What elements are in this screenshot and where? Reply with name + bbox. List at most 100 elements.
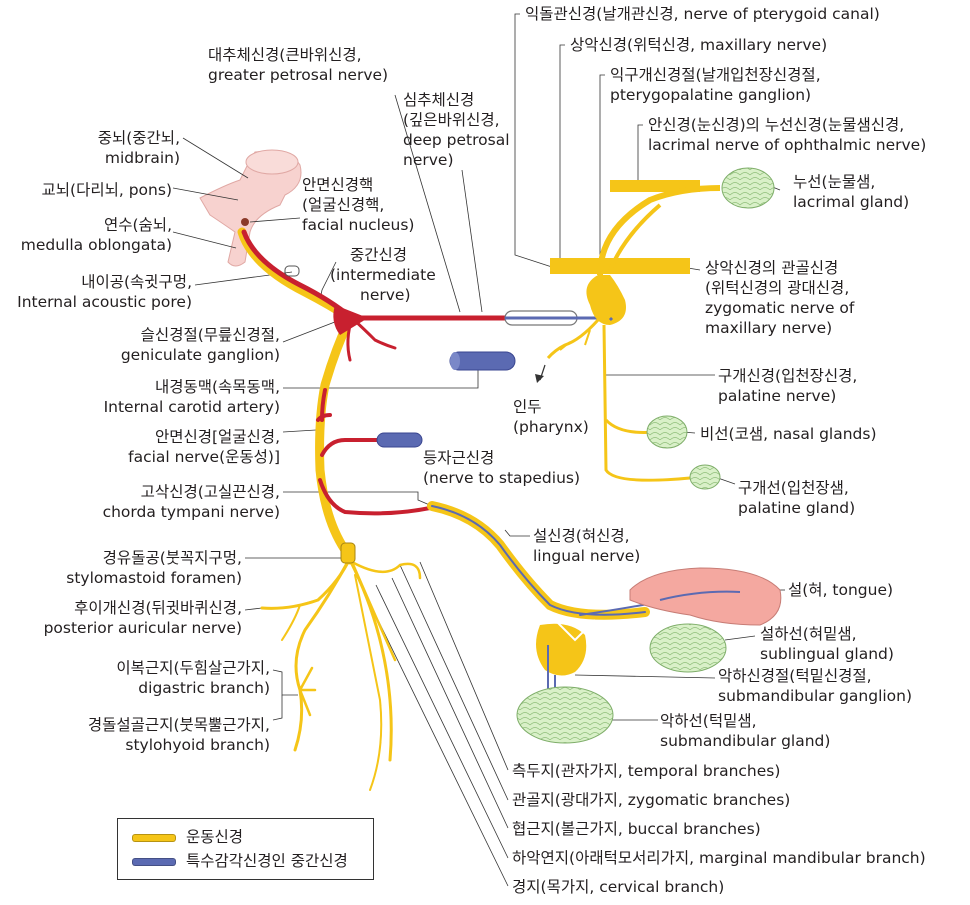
label-tongue: 설(혀, tongue) (788, 580, 893, 600)
label-medulla-line2: medulla oblongata) (20, 236, 172, 254)
label-mx-line1: 상악신경(위턱신경, maxillary nerve) (570, 36, 828, 54)
label-pa-line1: 후이개신경(뒤귓바퀴신경, (74, 599, 242, 617)
label-sl-line2: sublingual gland) (760, 645, 894, 663)
label-li-line1: 설신경(혀신경, (533, 527, 630, 545)
nasal-glands (646, 415, 688, 449)
label-ic-line1: 내경동맥(속목동맥, (154, 378, 280, 396)
label-gp-line1: 대추체신경(큰바위신경, (208, 46, 362, 64)
label-gg-line1: 슬신경절(무릎신경절, (140, 326, 280, 344)
legend-swatch-sensory (132, 857, 176, 866)
label-geniculate-ganglion: 슬신경절(무릎신경절, geniculate ganglion) (60, 325, 280, 365)
label-pons: 교뇌(다리뇌, pons) (0, 180, 172, 200)
internal-carotid-artery (449, 351, 516, 371)
label-lg-line2: lacrimal gland) (793, 193, 910, 211)
label-zy-line1: 상악신경의 관골신경 (705, 259, 839, 277)
label-palatine-gland: 구개선(입천장샘, palatine gland) (738, 478, 855, 518)
legend-item-motor: 운동신경 (132, 827, 243, 847)
label-deep-petrosal: 심추체신경 (깊은바위신경, deep petrosal nerve) (403, 90, 510, 170)
label-smg-line1: 악하선(턱밑샘, (660, 712, 757, 730)
label-stylomastoid: 경유돌공(붓꼭지구멍, stylomastoid foramen) (10, 548, 242, 588)
label-digastric: 이복근지(두힘살근가지, digastric branch) (30, 658, 270, 698)
label-pn-line1: 구개신경(입천장신경, (718, 367, 858, 385)
label-st-line2: (nerve to stapedius) (423, 469, 581, 487)
label-fn-line1: 안면신경[얼굴신경, (154, 428, 280, 446)
label-greater-petrosal: 대추체신경(큰바위신경, greater petrosal nerve) (208, 45, 388, 85)
tongue (629, 567, 782, 626)
label-lacrimal-nerve: 안신경(눈신경)의 누선신경(눈물샘신경, lacrimal nerve of … (648, 115, 926, 155)
brainstem (199, 149, 302, 267)
label-ln-line2: lacrimal nerve of ophthalmic nerve) (648, 136, 927, 154)
red-nerve-paths (241, 229, 508, 516)
label-pp-line2: pterygopalatine ganglion) (610, 86, 812, 104)
label-chorda-tympani: 고삭신경(고실끈신경, chorda tympani nerve) (60, 482, 280, 522)
legend: 운동신경 특수감각신경인 중간신경 (117, 818, 374, 880)
label-dg-line2: digastric branch) (138, 679, 270, 697)
label-maxillary: 상악신경(위턱신경, maxillary nerve) (570, 35, 827, 55)
label-zygomatic-branches: 관골지(광대가지, zygomatic branches) (512, 790, 790, 810)
label-stapedius: 등자근신경 (nerve to stapedius) (423, 448, 580, 488)
label-int-line2: (intermediate (330, 266, 436, 284)
label-cervical: 경지(목가지, cervical branch) (512, 877, 724, 897)
label-iap-line1: 내이공(속귓구멍, (81, 273, 192, 291)
lacrimal-gland (721, 167, 775, 209)
label-stylohyoid: 경돌설골근지(붓목뿔근가지, stylohyoid branch) (20, 715, 270, 755)
label-pterygopalatine: 익구개신경절(날개입천장신경절, pterygopalatine ganglio… (610, 65, 821, 105)
label-temporal: 측두지(관자가지, temporal branches) (512, 761, 780, 781)
label-pg-line2: palatine gland) (738, 499, 856, 517)
label-nasal-glands: 비선(코샘, nasal glands) (700, 424, 877, 444)
label-zb-line1: 관골지(광대가지, zygomatic branches) (512, 791, 791, 809)
label-cv-line1: 경지(목가지, cervical branch) (512, 878, 725, 896)
label-ph-line2: (pharynx) (513, 418, 589, 436)
label-medulla: 연수(숨뇌, medulla oblongata) (0, 215, 172, 255)
label-gg-line2: geniculate ganglion) (120, 346, 280, 364)
label-intermediate: 중간신경 (intermediate nerve) (330, 245, 436, 305)
label-fn-line2: facial nerve(운동성)] (128, 448, 280, 466)
label-pterygoid-canal: 익돌관신경(날개관신경, nerve of pterygoid canal) (525, 4, 880, 24)
label-fnuc-line3: facial nucleus) (302, 216, 415, 234)
label-mm-line1: 하악연지(아래턱모서리가지, marginal mandibular branc… (512, 849, 926, 867)
pterygopalatine-ganglion (546, 180, 721, 482)
pterygoid-canal-tube (504, 310, 610, 326)
label-li-line2: lingual nerve) (533, 547, 641, 565)
label-dp-line4: nerve) (403, 151, 454, 169)
label-ng-line1: 비선(코샘, nasal glands) (700, 425, 877, 443)
label-gp-line2: greater petrosal nerve) (208, 66, 389, 84)
label-ln-line1: 안신경(눈신경)의 누선신경(눈물샘신경, (648, 116, 905, 134)
label-to-line1: 설(혀, tongue) (788, 581, 894, 599)
label-pons-line1: 교뇌(다리뇌, pons) (41, 181, 172, 199)
label-pp-line1: 익구개신경절(날개입천장신경절, (610, 66, 821, 84)
facial-nucleus-dot (241, 218, 249, 226)
label-buccal: 협근지(볼근가지, buccal branches) (512, 819, 761, 839)
palatine-gland (689, 464, 721, 490)
label-midbrain-line2: midbrain) (104, 149, 180, 167)
label-sh-line2: stylohyoid branch) (125, 736, 270, 754)
label-sublingual: 설하선(혀밑샘, sublingual gland) (760, 624, 894, 664)
label-fnuc-line1: 안면신경핵 (302, 176, 374, 194)
label-dp-line3: deep petrosal (403, 131, 510, 149)
label-sm-line1: 경유돌공(붓꼭지구멍, (102, 549, 242, 567)
label-sm-line2: stylomastoid foramen) (66, 569, 242, 587)
label-sg-line1: 악하신경절(턱밑신경절, (718, 667, 872, 685)
label-lg-line1: 누선(눈물샘, (793, 173, 876, 191)
label-internal-acoustic-pore: 내이공(속귓구멍, Internal acoustic pore) (0, 272, 192, 312)
label-posterior-auricular: 후이개신경(뒤귓바퀴신경, posterior auricular nerve) (0, 598, 242, 638)
label-ct-line2: chorda tympani nerve) (102, 503, 280, 521)
label-sg-line2: submandibular ganglion) (718, 687, 913, 705)
leader-lines (172, 13, 785, 887)
label-smg-line2: submandibular gland) (660, 732, 831, 750)
label-ph-line1: 인두 (513, 398, 542, 416)
label-st-line1: 등자근신경 (423, 449, 495, 467)
geniculate-ganglion (333, 305, 368, 335)
label-bb-line1: 협근지(볼근가지, buccal branches) (512, 820, 761, 838)
label-fnuc-line2: (얼굴신경핵, (302, 196, 385, 214)
label-pharynx: 인두 (pharynx) (513, 397, 589, 437)
label-zygomatic: 상악신경의 관골신경 (위턱신경의 광대신경, zygomatic nerve … (705, 258, 854, 338)
label-pn-line2: palatine nerve) (718, 387, 837, 405)
label-zy-line2: (위턱신경의 광대신경, (705, 279, 850, 297)
label-int-line3: nerve) (360, 286, 411, 304)
label-sh-line1: 경돌설골근지(붓목뿔근가지, (87, 716, 270, 734)
label-facial-nucleus: 안면신경핵 (얼굴신경핵, facial nucleus) (302, 175, 414, 235)
label-submandibular-gland: 악하선(턱밑샘, submandibular gland) (660, 711, 830, 751)
label-lacrimal-gland: 누선(눈물샘, lacrimal gland) (793, 172, 909, 212)
